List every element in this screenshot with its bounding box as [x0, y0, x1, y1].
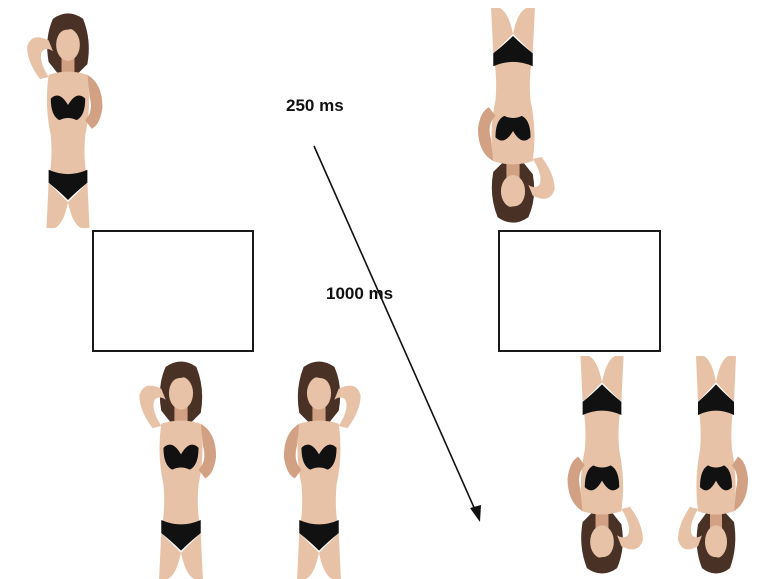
upright-model-photo-pair-left	[124, 356, 238, 579]
second-interval-label: 1000 ms	[326, 284, 393, 304]
inverted-model-photo-pair-left	[546, 356, 658, 579]
first-interval-label: 250 ms	[286, 96, 344, 116]
blank-screen-left	[92, 230, 254, 352]
blank-screen-right	[498, 230, 661, 352]
time-arrow-head	[470, 505, 481, 522]
upright-model-photo	[12, 8, 124, 228]
inverted-model-photo	[456, 8, 570, 228]
upright-model-photo-pair-right	[262, 356, 376, 579]
inverted-model-photo-pair-right	[664, 356, 768, 579]
